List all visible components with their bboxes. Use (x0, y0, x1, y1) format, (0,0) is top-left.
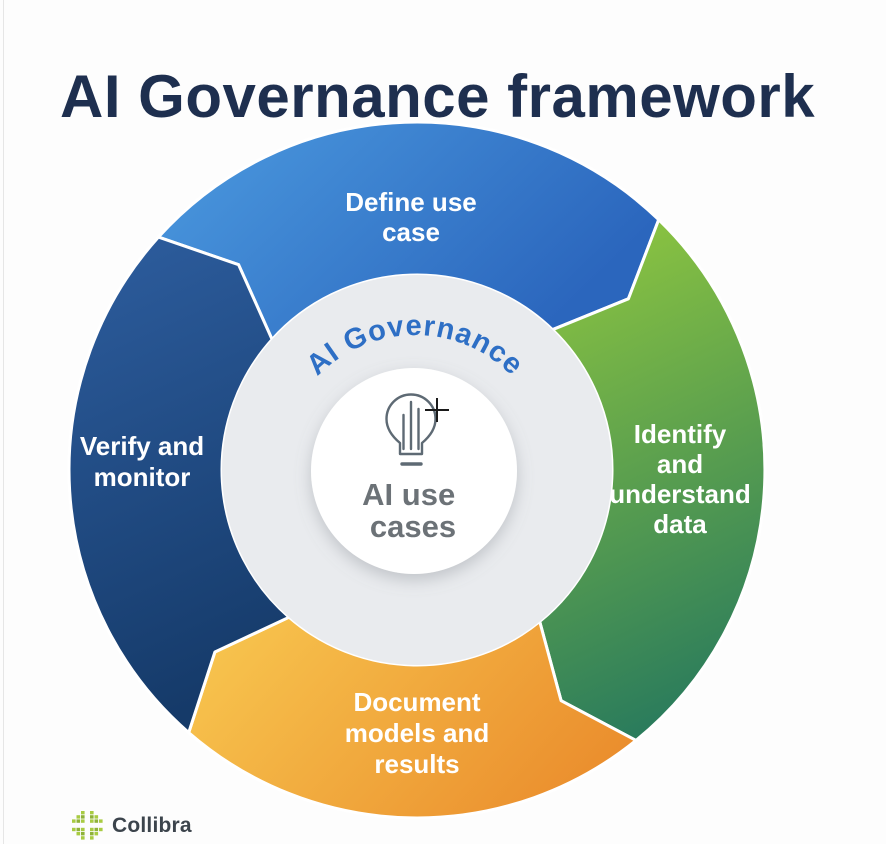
logo-pixel (94, 819, 99, 823)
logo-pixel (81, 819, 85, 823)
brand-footer: Collibra (72, 811, 192, 841)
collibra-logo-icon (72, 811, 103, 840)
logo-pixel (72, 819, 76, 823)
logo-pixel (81, 836, 85, 840)
logo-pixel (76, 819, 81, 823)
logo-pixel (99, 819, 103, 823)
logo-pixel (76, 815, 81, 819)
hub-center-label: AI use cases (362, 477, 464, 544)
logo-pixel (90, 832, 94, 836)
logo-pixel (94, 815, 99, 819)
logo-pixel (94, 827, 99, 832)
logo-pixel (76, 832, 81, 836)
logo-pixel (76, 827, 81, 832)
logo-pixel (90, 811, 94, 815)
left-edge-divider (3, 0, 4, 844)
hub-core (311, 368, 517, 574)
page-title: AI Governance framework (60, 63, 816, 131)
lightbulb-bar-chart-icon (385, 393, 437, 466)
logo-pixel (72, 827, 76, 832)
cursor-crosshair-icon (425, 398, 449, 422)
logo-pixel (94, 832, 99, 836)
logo-pixel (90, 819, 94, 823)
logo-pixel (90, 827, 94, 832)
logo-pixel (90, 815, 94, 819)
brand-name: Collibra (112, 814, 192, 837)
logo-pixel (90, 836, 94, 840)
logo-pixel (81, 832, 85, 836)
logo-pixel (81, 827, 85, 832)
logo-pixel (99, 827, 103, 832)
logo-pixel (81, 811, 85, 815)
logo-pixel (81, 815, 85, 819)
